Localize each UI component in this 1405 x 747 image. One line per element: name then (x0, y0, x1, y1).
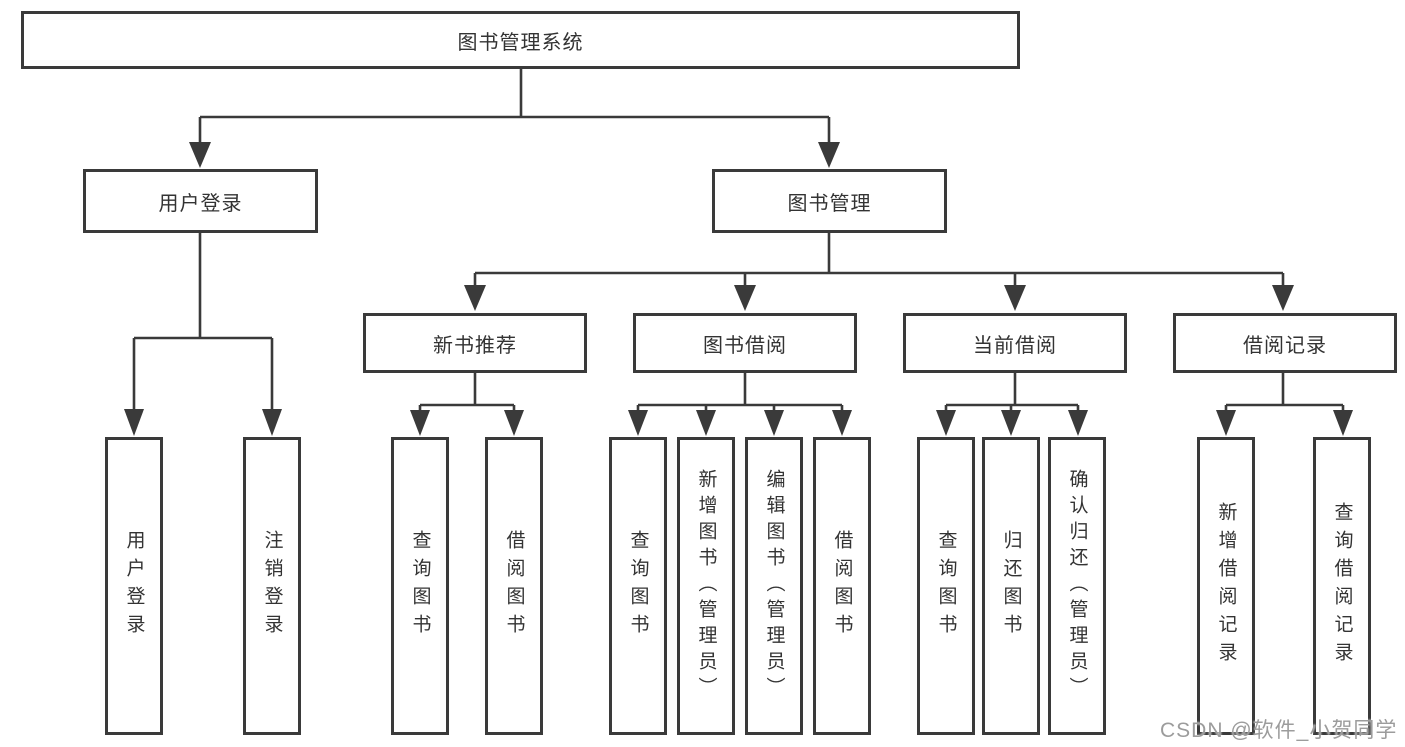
node-library-management-system: 图书管理系统 (21, 11, 1020, 69)
leaf-query-books: 查询图书 (391, 437, 449, 735)
leaf-add-books-admin: 新增图书（管理员） (677, 437, 735, 735)
leaf-label: 编辑图书（管理员） (763, 469, 785, 703)
node-borrowing-records: 借阅记录 (1173, 313, 1397, 373)
node-label: 图书管理 (787, 192, 872, 215)
leaf-label: 新增图书（管理员） (695, 469, 717, 703)
node-label: 借阅记录 (1243, 334, 1327, 357)
leaf-borrow-books-2: 借阅图书 (813, 437, 871, 735)
leaf-query-books-3: 查询图书 (917, 437, 975, 735)
leaf-label: 借阅图书 (831, 530, 853, 642)
node-label: 当前借阅 (973, 334, 1057, 357)
leaf-confirm-return-admin: 确认归还（管理员） (1048, 437, 1106, 735)
leaf-add-borrow-record: 新增借阅记录 (1197, 437, 1255, 735)
leaf-label: 查询借阅记录 (1331, 502, 1353, 670)
leaf-label: 新增借阅记录 (1215, 502, 1237, 670)
leaf-query-borrow-record: 查询借阅记录 (1313, 437, 1371, 735)
leaf-return-books: 归还图书 (982, 437, 1040, 735)
leaf-label: 查询图书 (627, 530, 649, 642)
node-new-book-recommendation: 新书推荐 (363, 313, 587, 373)
leaf-label: 注销登录 (261, 530, 283, 642)
leaf-label: 查询图书 (935, 530, 957, 642)
csdn-watermark: CSDN @软件_小贺同学 (1160, 719, 1398, 742)
leaf-edit-books-admin: 编辑图书（管理员） (745, 437, 803, 735)
leaf-label: 归还图书 (1000, 530, 1022, 642)
node-label: 图书管理系统 (457, 31, 584, 54)
node-current-borrowing: 当前借阅 (903, 313, 1127, 373)
leaf-user-login: 用户登录 (105, 437, 163, 735)
node-book-management: 图书管理 (712, 169, 947, 233)
node-book-borrowing: 图书借阅 (633, 313, 857, 373)
leaf-query-books-2: 查询图书 (609, 437, 667, 735)
node-label: 用户登录 (158, 192, 243, 215)
node-label: 新书推荐 (433, 334, 517, 357)
leaf-logout: 注销登录 (243, 437, 301, 735)
leaf-label: 用户登录 (123, 530, 145, 642)
node-label: 图书借阅 (703, 334, 787, 357)
leaf-label: 查询图书 (409, 530, 431, 642)
leaf-borrow-books: 借阅图书 (485, 437, 543, 735)
leaf-label: 借阅图书 (503, 530, 525, 642)
arrowheads (124, 142, 1353, 436)
node-user-login: 用户登录 (83, 169, 318, 233)
leaf-label: 确认归还（管理员） (1066, 469, 1088, 703)
